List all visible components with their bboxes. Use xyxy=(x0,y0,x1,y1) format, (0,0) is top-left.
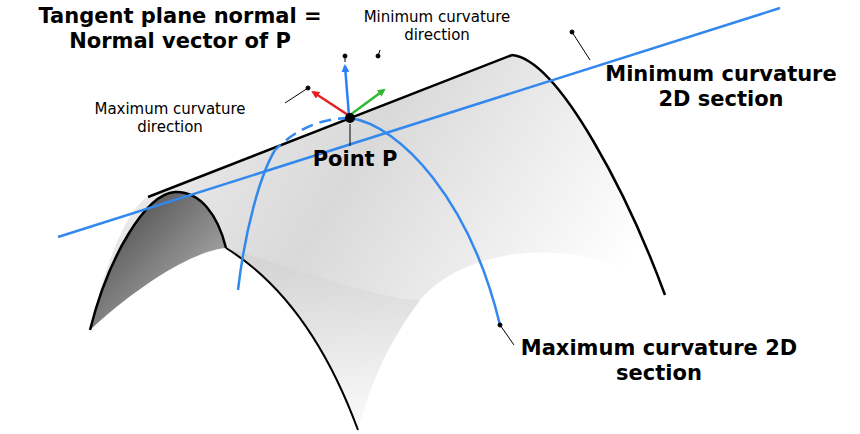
max-direction-vector xyxy=(313,92,348,115)
min-direction-vector xyxy=(350,90,384,115)
leaders xyxy=(285,30,590,345)
point-p xyxy=(345,113,355,123)
surface-underside xyxy=(90,192,226,330)
point-label: Point P xyxy=(300,147,410,172)
lower-edge xyxy=(226,248,358,430)
max-curvature-section-front xyxy=(238,150,275,290)
surface-side xyxy=(226,248,420,430)
front-arch xyxy=(90,192,226,330)
direction-label: Maximum curvature direction xyxy=(60,100,280,136)
section-label: Minimum curvature 2D section xyxy=(588,62,854,112)
max-curvature-section-hidden xyxy=(275,118,350,150)
direction-label: Minimum curvature direction xyxy=(352,8,522,44)
normal-vector xyxy=(345,66,349,116)
section-label: Maximum curvature 2D section xyxy=(514,336,804,386)
normal-label: Tangent plane normal = Normal vector of … xyxy=(4,4,356,54)
back-arch xyxy=(512,55,665,295)
